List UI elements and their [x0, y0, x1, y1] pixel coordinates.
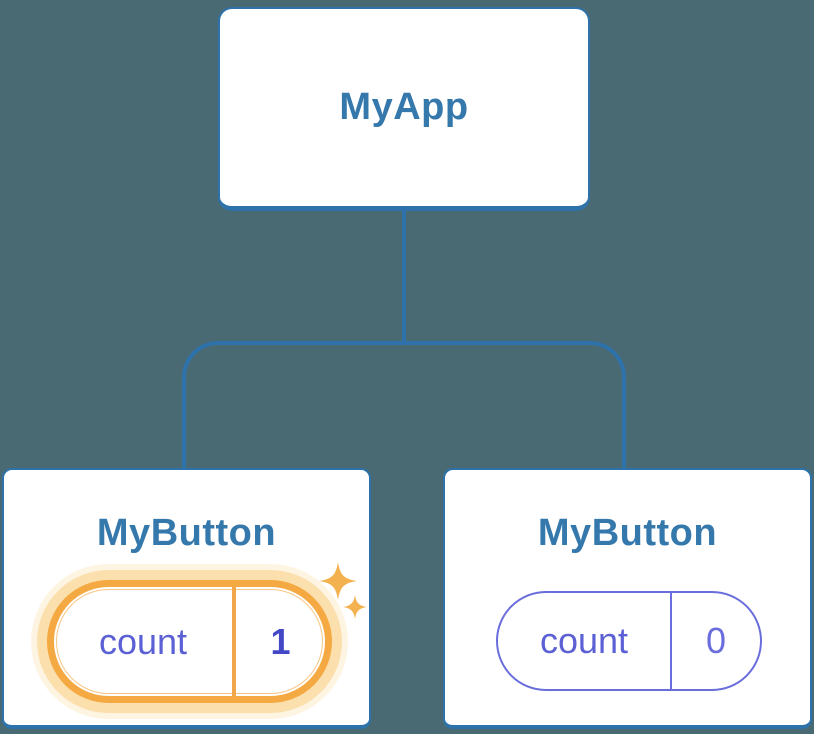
node-mybutton-updated-label: MyButton — [96, 512, 277, 554]
state-name: count — [539, 620, 629, 661]
pill-divider — [670, 593, 672, 689]
state-value: 0 — [705, 620, 727, 661]
state-name: count — [98, 620, 188, 662]
node-myapp-label: MyApp — [339, 86, 469, 128]
node-mybutton-updated: MyButton count 1 — [2, 468, 371, 729]
node-mybutton-plain: MyButton count 0 — [443, 468, 812, 729]
node-myapp: MyApp — [218, 7, 590, 211]
connector-bracket — [182, 341, 626, 470]
node-mybutton-plain-label: MyButton — [537, 512, 718, 554]
sparkles-icon — [319, 562, 367, 619]
state-value: 1 — [270, 620, 291, 662]
state-pill-plain: count 0 — [496, 591, 762, 691]
state-pill-highlighted: count 1 — [47, 580, 332, 703]
connector-stem — [402, 211, 406, 345]
pill-divider — [232, 587, 236, 696]
